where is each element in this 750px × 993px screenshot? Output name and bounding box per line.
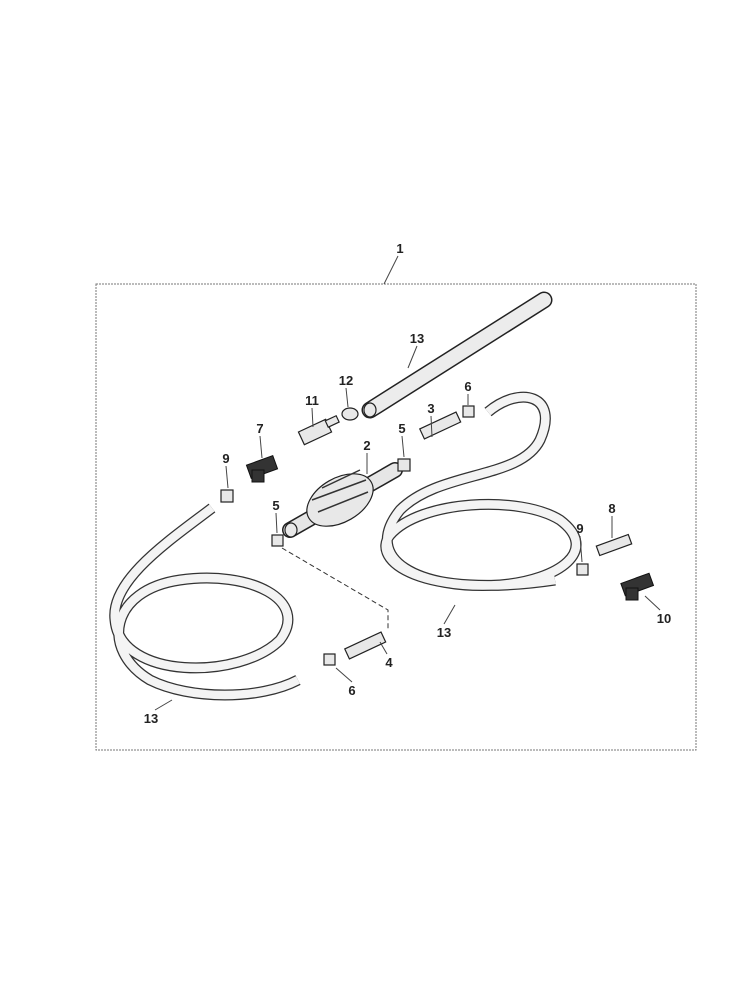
fitting-4	[343, 631, 387, 660]
callout-1: 1	[396, 241, 403, 256]
callout-13-right: 13	[437, 625, 451, 640]
nut-9-left	[220, 489, 234, 503]
callout-9-right: 9	[576, 521, 583, 536]
callout-2: 2	[363, 438, 370, 453]
leader-lines	[154, 255, 661, 711]
hose-clamp	[341, 407, 359, 421]
primer-bulb	[282, 462, 403, 538]
kit-boundary-box	[95, 283, 697, 751]
nut-6-top	[462, 405, 475, 418]
hose-right-coil	[380, 391, 582, 592]
callout-5-top: 5	[398, 421, 405, 436]
callout-5-left: 5	[272, 498, 279, 513]
callout-8: 8	[608, 501, 615, 516]
callout-11: 11	[305, 393, 319, 408]
callout-10: 10	[657, 611, 671, 626]
callout-6-bottom: 6	[348, 683, 355, 698]
callout-7: 7	[256, 421, 263, 436]
connector-11	[297, 414, 340, 446]
connector-7	[245, 454, 279, 483]
nut-6-bottom	[323, 653, 336, 666]
callout-13-top: 13	[410, 331, 424, 346]
callout-3: 3	[427, 401, 434, 416]
callout-4: 4	[385, 655, 393, 670]
callout-12: 12	[339, 373, 353, 388]
nut-9-right	[576, 563, 589, 576]
callout-9-left: 9	[222, 451, 229, 466]
hose-left-coil	[109, 503, 301, 701]
nut-5-left	[271, 534, 284, 547]
callout-6-top: 6	[464, 379, 471, 394]
callout-13-left: 13	[144, 711, 158, 726]
connector-10	[620, 572, 655, 601]
hose-top	[361, 291, 553, 419]
assembly-dashed-line	[281, 547, 389, 630]
fitting-8	[595, 533, 633, 557]
fitting-3	[418, 411, 462, 440]
nut-5-top	[397, 458, 411, 472]
